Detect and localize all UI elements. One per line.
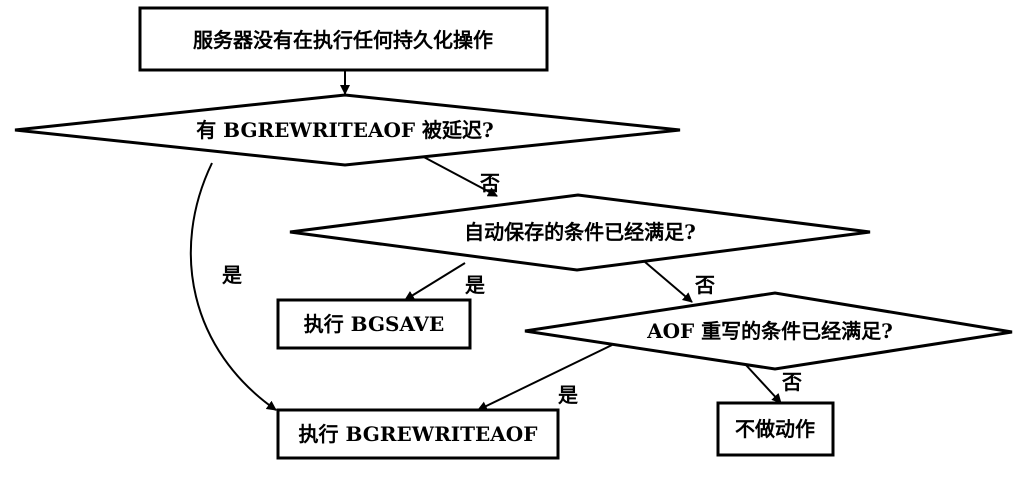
arrow-aof-no bbox=[744, 363, 782, 404]
label-aof-no: 否 bbox=[781, 370, 802, 394]
label-delayed-no: 否 bbox=[479, 171, 500, 195]
decision-autosave-label: 自动保存的条件已经满足? bbox=[464, 220, 696, 244]
arrow-aof-yes bbox=[477, 344, 613, 411]
label-delayed-yes: 是 bbox=[221, 263, 242, 287]
arrow-delayed-no bbox=[419, 154, 498, 197]
noop-label: 不做动作 bbox=[735, 417, 815, 441]
decision-aof-label: AOF 重写的条件已经满足? bbox=[646, 319, 893, 343]
start-label: 服务器没有在执行任何持久化操作 bbox=[193, 28, 493, 52]
decision-delayed-label: 有 BGREWRITEAOF 被延迟? bbox=[196, 118, 494, 142]
arrow-autosave-no bbox=[644, 261, 693, 303]
arrow-delayed-yes bbox=[189, 162, 277, 411]
bgrewriteaof-node: 执行 BGREWRITEAOF bbox=[276, 408, 560, 460]
label-autosave-yes: 是 bbox=[464, 273, 485, 297]
decision-autosave: 自动保存的条件已经满足? bbox=[289, 193, 871, 272]
noop-node: 不做动作 bbox=[716, 401, 835, 457]
decision-delayed: 有 BGREWRITEAOF 被延迟? bbox=[14, 93, 681, 167]
bgsave-label: 执行 BGSAVE bbox=[304, 312, 445, 336]
bgrewriteaof-label: 执行 BGREWRITEAOF bbox=[299, 422, 538, 446]
start-node: 服务器没有在执行任何持久化操作 bbox=[138, 6, 549, 72]
decision-aof: AOF 重写的条件已经满足? bbox=[524, 291, 1013, 371]
label-aof-yes: 是 bbox=[557, 383, 578, 407]
arrow-autosave-yes bbox=[404, 262, 466, 301]
label-autosave-no: 否 bbox=[694, 273, 715, 297]
bgsave-node: 执行 BGSAVE bbox=[276, 298, 472, 350]
